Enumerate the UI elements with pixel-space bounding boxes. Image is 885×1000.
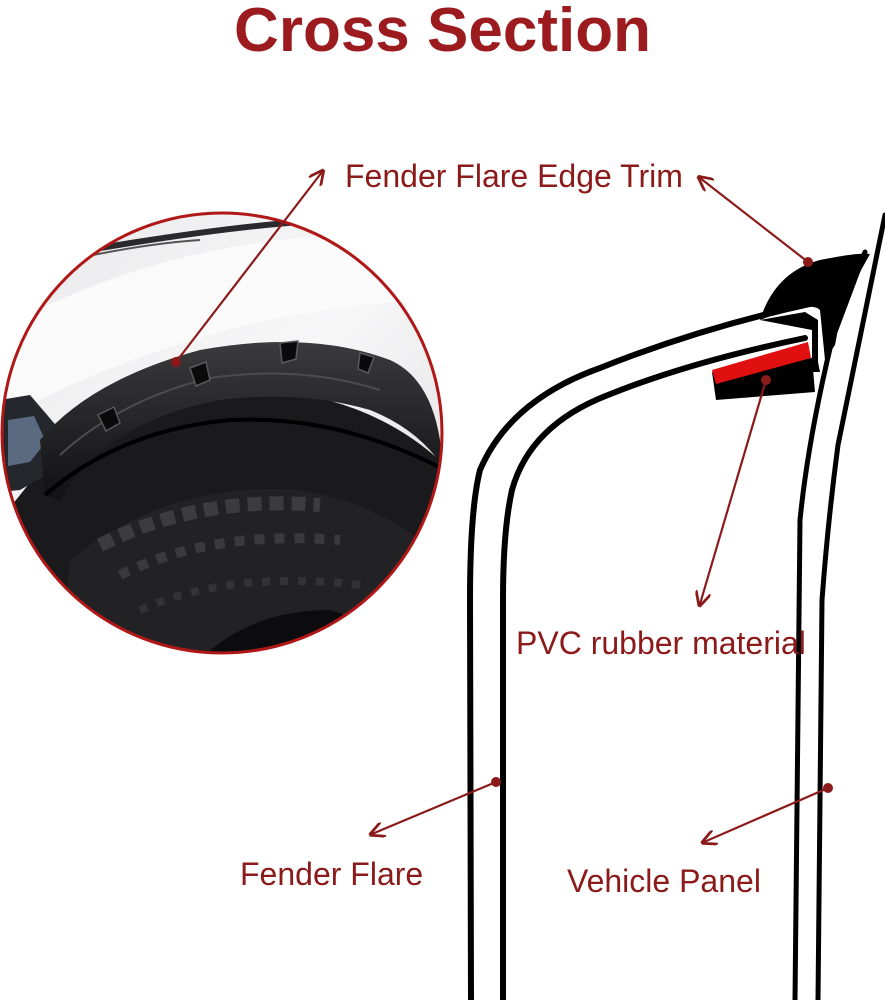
product-photo <box>2 213 442 653</box>
arrow-dot-trim <box>803 257 813 267</box>
fender-flare-outer <box>467 301 813 1000</box>
arrow-dot-flare <box>491 777 501 787</box>
photo-circle-border <box>0 211 444 655</box>
label-fender-flare: Fender Flare <box>240 856 424 892</box>
pvc-adhesive-strip <box>712 342 811 384</box>
arrow-edge-trim-drawing <box>700 178 809 263</box>
edge-trim-shape <box>760 253 870 360</box>
edge-trim-lower <box>760 312 820 372</box>
arrow-vehicle-panel <box>704 786 829 842</box>
diagram-title: Cross Section <box>234 0 651 65</box>
arrow-fender-flare <box>372 780 497 834</box>
label-vehicle-panel: Vehicle Panel <box>567 863 761 899</box>
arrow-dot-pvc <box>761 375 771 385</box>
arrow-pvc <box>700 379 768 604</box>
arrow-dot-photo <box>171 357 181 367</box>
label-edge-trim: Fender Flare Edge Trim <box>345 158 683 194</box>
arrow-edge-trim-photo <box>175 172 322 363</box>
arrow-dot-panel <box>823 783 833 793</box>
fender-flare-inner <box>500 335 808 1000</box>
cross-section-drawing <box>467 212 885 1000</box>
label-pvc-material: PVC rubber material <box>516 625 806 661</box>
vehicle-panel-outer <box>815 212 885 1000</box>
